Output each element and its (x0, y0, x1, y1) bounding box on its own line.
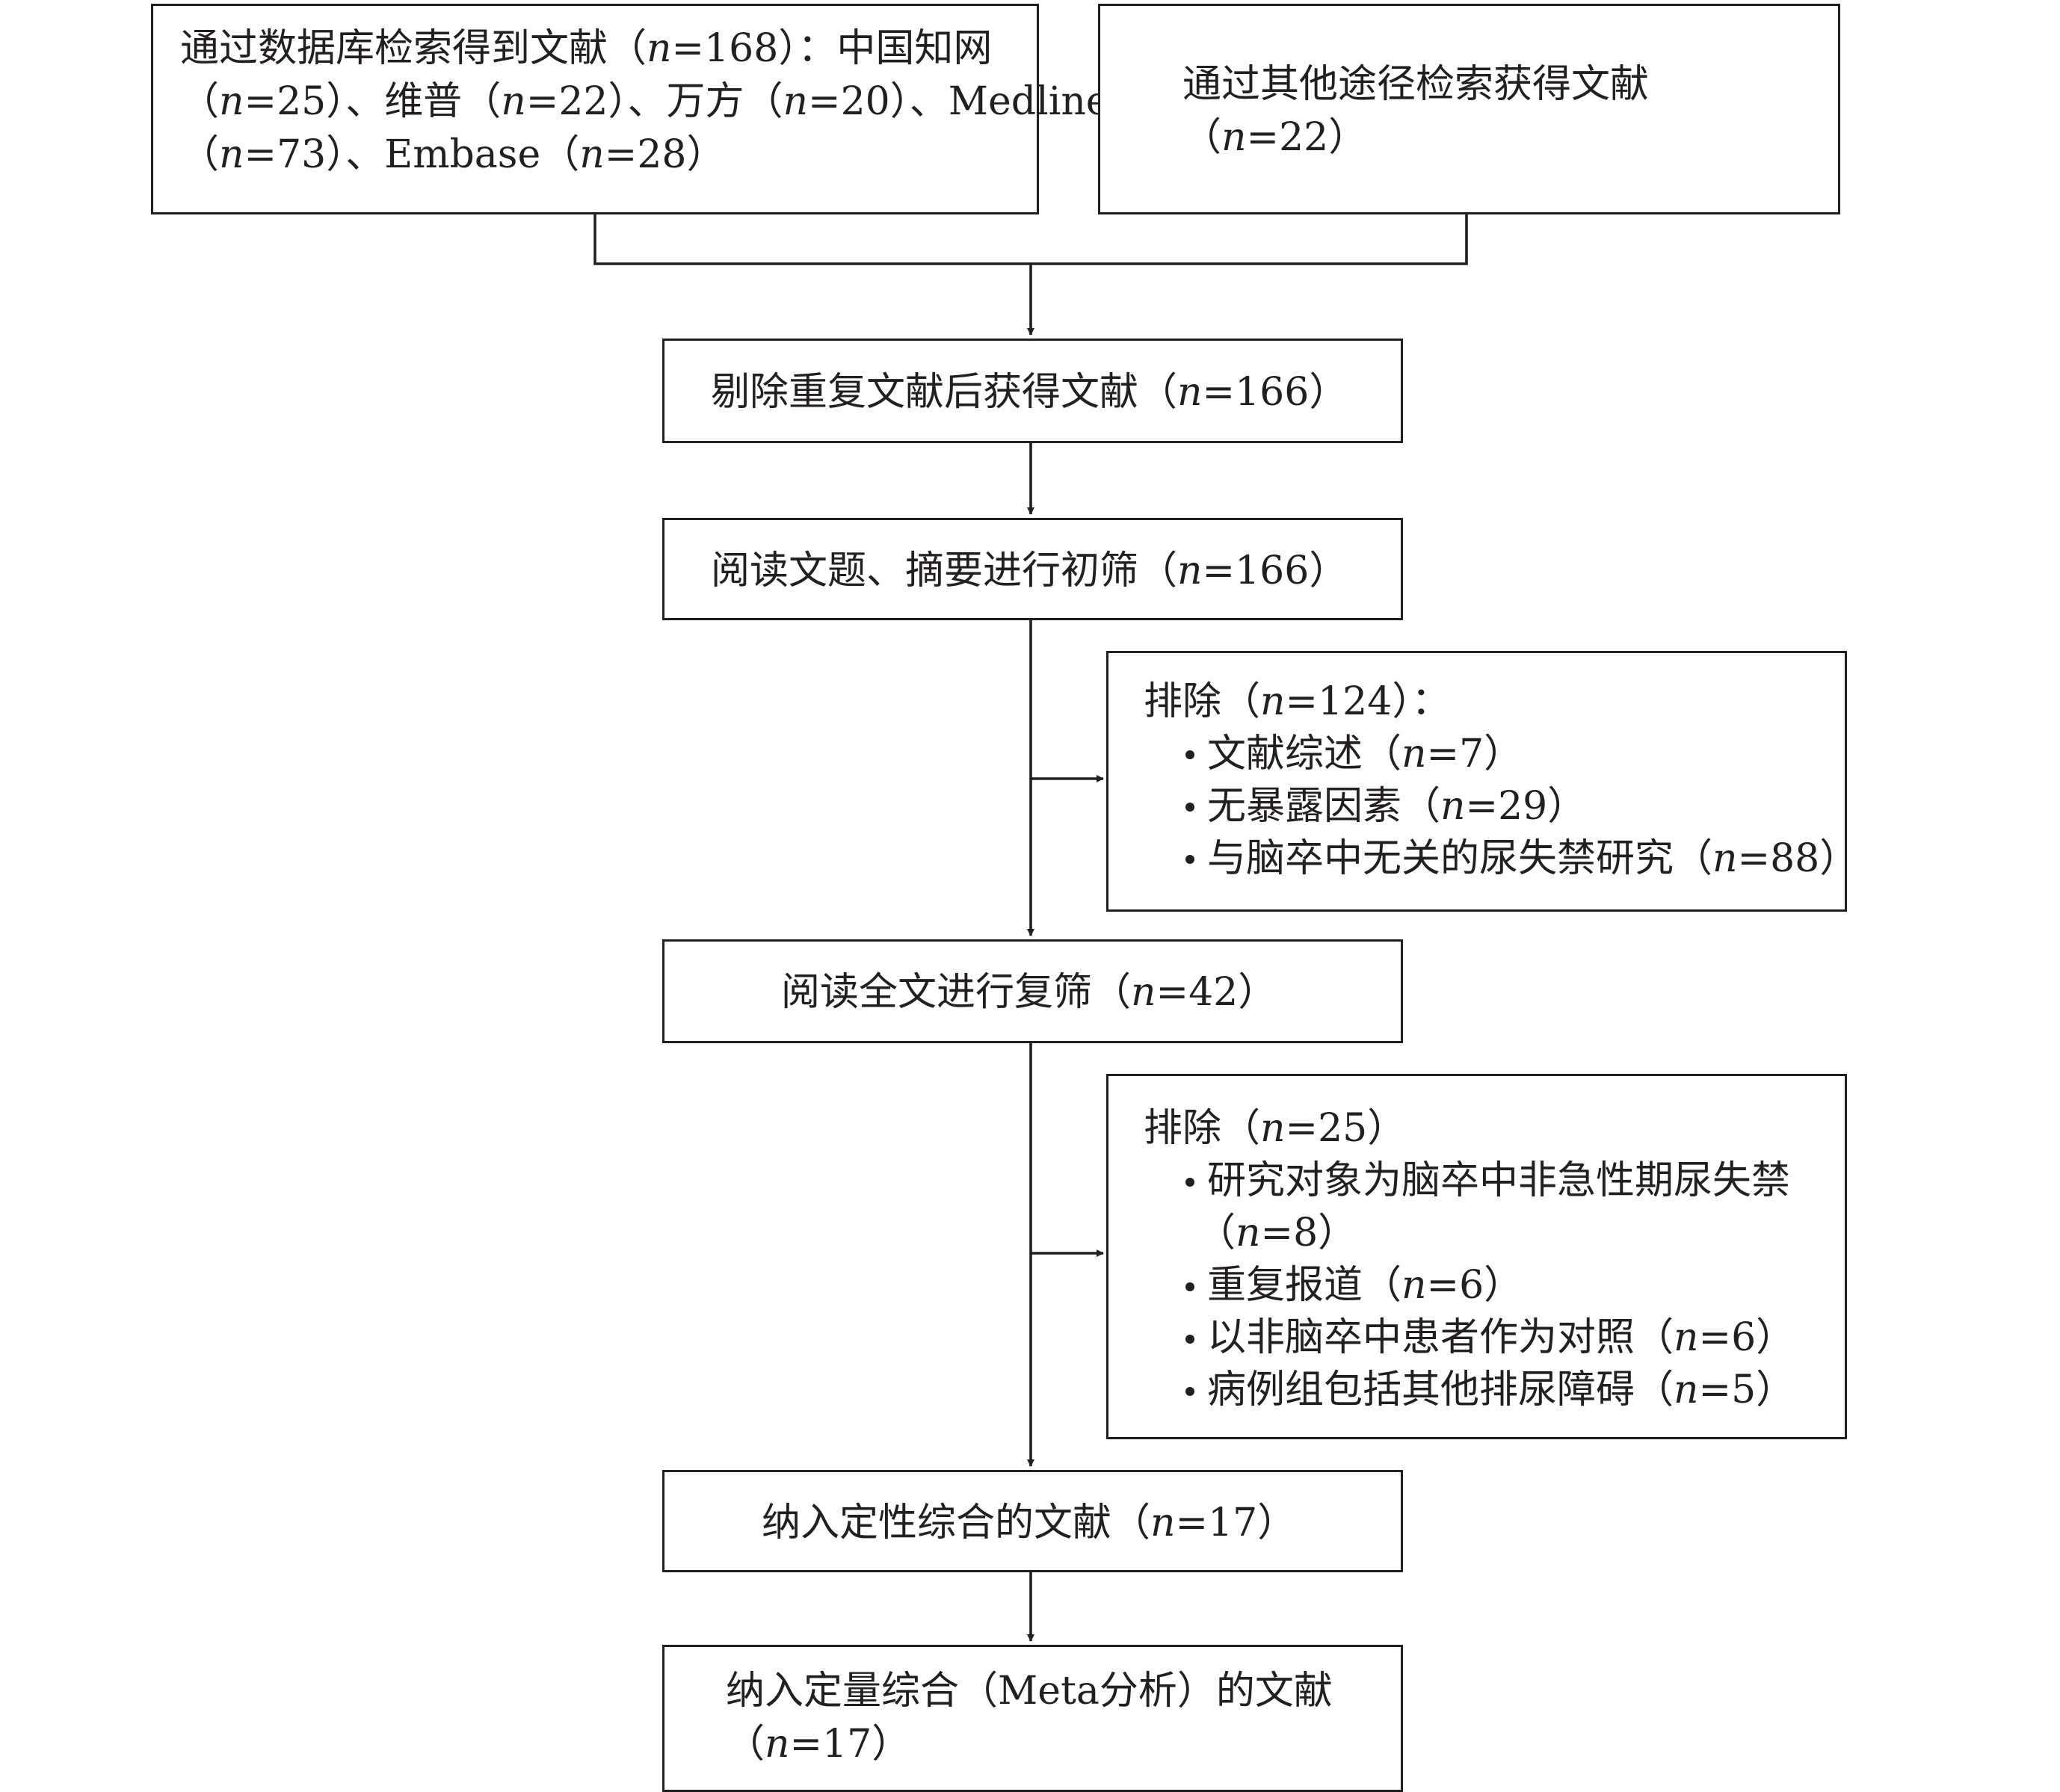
exclusion-1-item-review: 文献综述（n=7） (1207, 732, 1523, 776)
initial-screen-text: 阅读文题、摘要进行初筛（n=166） (711, 549, 1348, 593)
other-sources-line-1: 通过其他途径检索获得文献 (1182, 62, 1650, 107)
quantitative-synthesis-line-1: 纳入定量综合（Meta分析）的文献 (726, 1669, 1333, 1714)
database-search-line-2: （n=25）、维普（n=22）、万方（n=20）、Medline (180, 79, 1109, 124)
quantitative-synthesis-line-2: （n=17） (726, 1722, 911, 1767)
database-search-line-3: （n=73）、Embase（n=28） (180, 132, 726, 177)
database-search-box: 通过数据库检索得到文献（n=168）：中国知网 （n=25）、维普（n=22）、… (151, 4, 1109, 214)
exclusion-2-item-non-acute: 研究对象为脑卒中非急性期尿失禁 (1207, 1158, 1791, 1203)
qualitative-synthesis-text: 纳入定性综合的文献（n=17） (762, 1501, 1297, 1545)
initial-screen-box: 阅读文题、摘要进行初筛（n=166） (662, 518, 1403, 620)
full-text-screen-box: 阅读全文进行复筛（n=42） (662, 939, 1403, 1043)
qualitative-synthesis-box: 纳入定性综合的文献（n=17） (662, 1470, 1403, 1572)
exclusion-1-item-no-exposure: 无暴露因素（n=29） (1207, 784, 1587, 829)
exclusion-1-box: 排除（n=124）： 文献综述（n=7） 无暴露因素（n=29） 与脑卒中无关的… (1106, 651, 1858, 912)
exclusion-2-item-non-stroke-control: 以非脑卒中患者作为对照（n=6） (1207, 1315, 1795, 1360)
exclusion-2-header: 排除（n=25） (1144, 1106, 1407, 1151)
other-sources-box: 通过其他途径检索获得文献 （n=22） (1098, 4, 1840, 214)
bullet-icon (1185, 1282, 1194, 1291)
after-dedup-box: 剔除重复文献后获得文献（n=166） (662, 339, 1403, 443)
bullet-icon (1185, 803, 1194, 812)
exclusion-2-box: 排除（n=25） 研究对象为脑卒中非急性期尿失禁 （n=8） 重复报道（n=6）… (1106, 1074, 1847, 1439)
exclusion-1-header: 排除（n=124）： (1144, 679, 1451, 724)
exclusion-1-item-unrelated: 与脑卒中无关的尿失禁研究（n=88） (1207, 836, 1859, 881)
full-text-screen-text: 阅读全文进行复筛（n=42） (781, 970, 1277, 1015)
exclusion-2-item-non-acute-count: （n=8） (1197, 1211, 1357, 1255)
bullet-icon (1185, 1335, 1194, 1344)
exclusion-2-item-other-disorders: 病例组包括其他排尿障碍（n=5） (1207, 1368, 1795, 1412)
merge-bracket (593, 214, 1468, 265)
bullet-icon (1185, 1178, 1194, 1187)
bullet-icon (1185, 855, 1194, 864)
database-search-line-1: 通过数据库检索得到文献（n=168）：中国知网 (180, 26, 993, 71)
quantitative-synthesis-box: 纳入定量综合（Meta分析）的文献 （n=17） (662, 1645, 1403, 1792)
after-dedup-text: 剔除重复文献后获得文献（n=166） (711, 370, 1348, 415)
other-sources-line-2: （n=22） (1182, 115, 1368, 160)
exclusion-2-item-duplicate: 重复报道（n=6） (1207, 1263, 1523, 1308)
bullet-icon (1185, 1387, 1194, 1396)
bullet-icon (1185, 750, 1194, 759)
